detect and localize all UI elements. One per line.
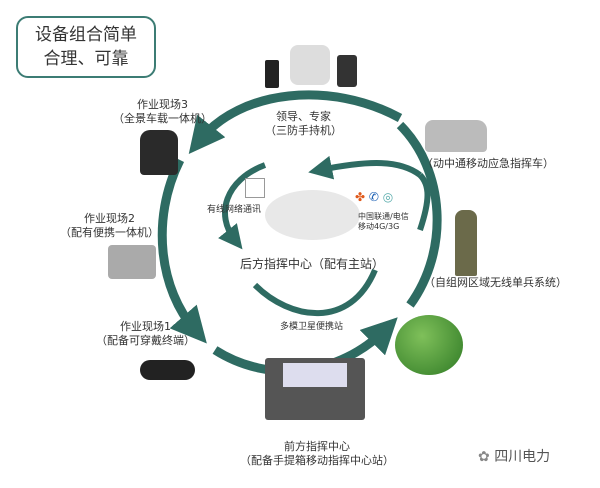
label-line: 领导、专家 — [276, 110, 331, 123]
label-site3: 作业现场3 （全景车载一体机） — [113, 98, 212, 126]
carrier-logos: ✤ ✆ ◎ — [355, 190, 394, 204]
label-line: 前方指挥中心 — [284, 440, 350, 453]
label-vehicle: （动中通移动应急指挥车） — [422, 157, 554, 171]
dome-camera-image — [140, 130, 178, 175]
label-carriers: 中国联通/电信 移动4G/3G — [358, 212, 409, 232]
inner-arrow-top — [308, 155, 422, 180]
label-front: 前方指挥中心 （配备手提箱移动指挥中心站） — [240, 440, 394, 468]
label-wired: 有线网络通讯 — [207, 203, 261, 217]
label-line: 作业现场1 — [120, 320, 171, 333]
watermark: ✿ 四川电力 — [478, 450, 550, 464]
label-line: （动中通移动应急指挥车） — [422, 157, 554, 170]
label-line: 有线网络通讯 — [207, 205, 262, 215]
label-line: 后方指挥中心（配有主站） — [240, 257, 385, 271]
label-leaders: 领导、专家 （三防手持机） — [265, 110, 342, 138]
label-site2: 作业现场2 （配有便携一体机） — [60, 212, 159, 240]
title-line2: 合理、可靠 — [43, 49, 129, 69]
portable-unit-image — [108, 245, 156, 279]
label-soldier: （自组网区域无线单兵系统） — [424, 276, 567, 290]
label-line: （三防手持机） — [265, 124, 342, 137]
label-line: 作业现场2 — [84, 212, 135, 225]
wearable-glasses-image — [140, 360, 195, 380]
label-line: 多模卫星便携站 — [280, 322, 344, 332]
outer-arrow-top — [188, 90, 403, 155]
inner-arrow-left — [218, 162, 267, 250]
inner-arrow-bottom — [252, 268, 378, 317]
conference-table-image — [265, 190, 360, 240]
vehicle-image — [425, 120, 487, 152]
inner-arrow-right — [417, 172, 431, 231]
outer-arrow-right — [396, 121, 442, 308]
wired-phone-image — [245, 178, 265, 198]
label-site1: 作业现场1 （配备可穿戴终端） — [96, 320, 195, 348]
label-line: （配有便携一体机） — [60, 226, 159, 239]
title-box: 设备组合简单 合理、可靠 — [16, 16, 156, 78]
handheld-devices-image — [265, 45, 360, 95]
label-line: （配备手提箱移动指挥中心站） — [240, 454, 394, 467]
label-line: 作业现场3 — [137, 98, 188, 111]
label-line: 移动4G/3G — [358, 222, 400, 231]
watermark-text: 四川电力 — [494, 449, 551, 465]
label-line: （全景车载一体机） — [113, 112, 212, 125]
suitcase-station-image — [265, 358, 365, 420]
title-line1: 设备组合简单 — [35, 25, 137, 45]
label-line: （自组网区域无线单兵系统） — [424, 276, 567, 289]
satellite-dish-image — [395, 315, 463, 375]
label-satellite: 多模卫星便携站 — [280, 320, 343, 334]
label-rear: 后方指挥中心（配有主站） — [240, 257, 384, 271]
label-line: 中国联通/电信 — [358, 212, 409, 221]
soldier-image — [455, 210, 477, 276]
wechat-icon: ✿ — [478, 449, 495, 465]
outer-arrow-left — [157, 157, 207, 344]
label-line: （配备可穿戴终端） — [96, 334, 195, 347]
